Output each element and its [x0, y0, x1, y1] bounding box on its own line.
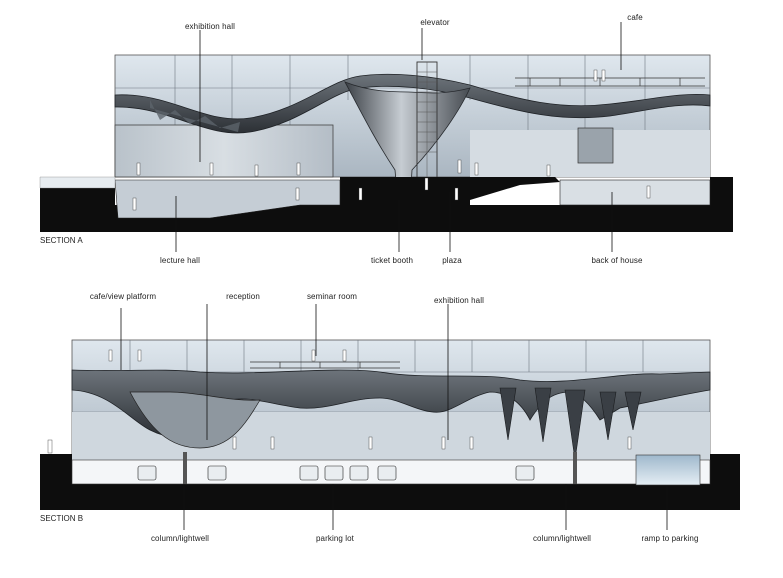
section-b-column-right [573, 452, 577, 484]
section-b-people [47, 349, 632, 454]
label-plaza: plaza [442, 256, 462, 265]
section-a-ground-mass [40, 177, 733, 232]
label-back-of-house: back of house [591, 256, 643, 265]
label-cafe-view-platform: cafe/view platform [89, 292, 157, 301]
label-exhibition-hall-a: exhibition hall [185, 22, 235, 31]
section-a-elevator-rungs [417, 62, 437, 192]
section-a-people [132, 69, 651, 211]
section-a-stair [577, 127, 614, 164]
label-column-lightwell-left: column/lightwell [150, 534, 210, 543]
section-a-funnel-column [344, 81, 471, 206]
section-b-leader-lines [120, 304, 668, 530]
section-b-column-left [183, 452, 187, 484]
section-a-roof-fins-left [150, 100, 240, 132]
label-elevator: elevator [420, 18, 450, 27]
label-exhibition-hall-b: exhibition hall [434, 296, 484, 305]
label-ramp-to-parking: ramp to parking [641, 534, 699, 543]
label-column-lightwell-right: column/lightwell [532, 534, 592, 543]
section-b-ramp-lightwell [635, 454, 701, 486]
section-a-title: SECTION A [40, 236, 83, 245]
section-a-leader-lines [175, 22, 622, 252]
section-a-cafe-platform [515, 77, 705, 87]
section-a-left-ground [39, 176, 116, 189]
section-a-lecture-hall [114, 179, 341, 219]
label-lecture-hall: lecture hall [160, 256, 200, 265]
label-parking-lot: parking lot [315, 534, 355, 543]
section-a-exhibition-interior [114, 124, 334, 178]
section-b-title: SECTION B [40, 514, 84, 523]
section-b-reception-mass [129, 391, 261, 449]
section-a-back-of-house [559, 179, 711, 206]
section-b-platform-railing [250, 361, 400, 369]
section-b-drawing [40, 339, 740, 510]
label-seminar-room: seminar room [306, 292, 358, 301]
section-a-drawing [39, 54, 733, 232]
label-reception: reception [226, 292, 260, 301]
label-ticket-booth: ticket booth [370, 256, 414, 265]
section-b-hanging-fins [499, 387, 642, 461]
section-b-cars [137, 465, 535, 481]
label-cafe: cafe [627, 13, 643, 22]
section-a-roof-structure [114, 73, 711, 134]
